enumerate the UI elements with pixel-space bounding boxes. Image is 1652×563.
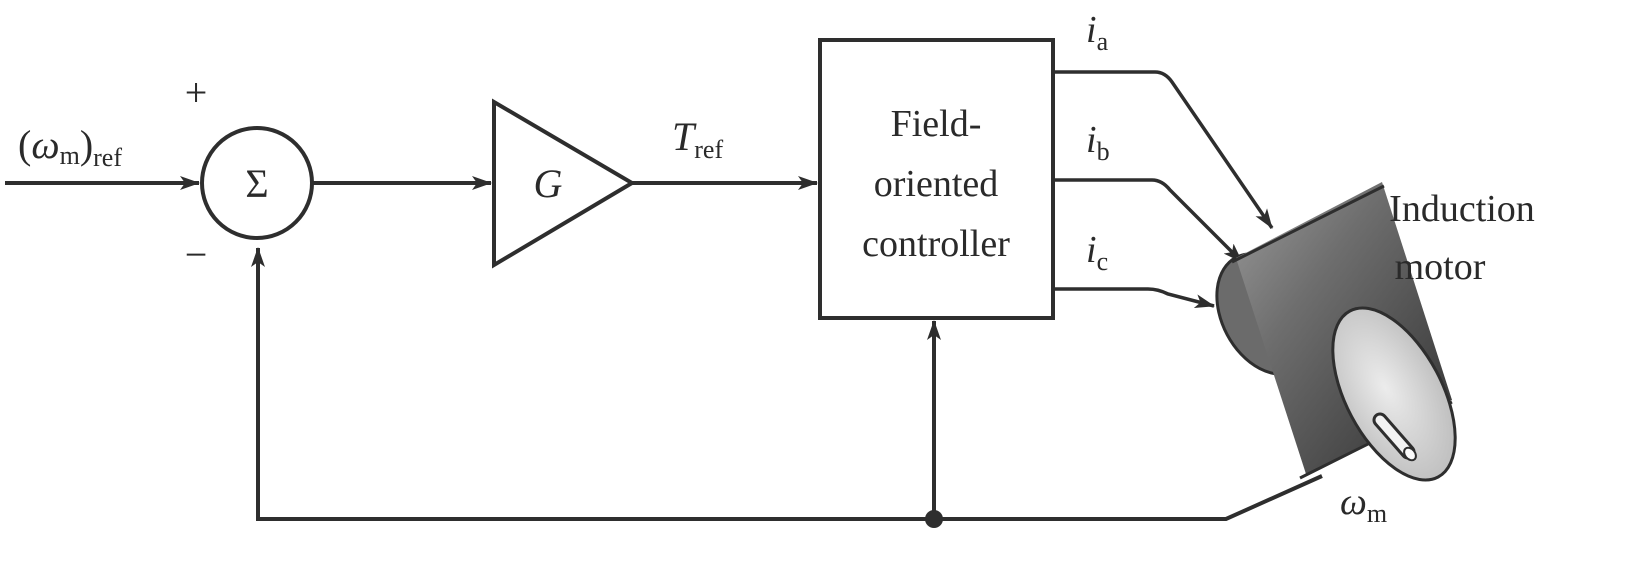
- feedback-line: [251, 247, 1323, 521]
- input-label: (ωm)ref: [18, 122, 122, 172]
- motor-label-line1: Induction: [1389, 188, 1535, 230]
- minus-sign: −: [185, 232, 208, 277]
- torque-ref-label: Tref: [672, 114, 723, 164]
- controller-label-line2: oriented: [874, 163, 999, 205]
- current-b-label: ib: [1086, 119, 1110, 166]
- controller-block: [818, 38, 1055, 320]
- sigma-symbol: Σ: [245, 161, 268, 206]
- feedback-junction-dot: [925, 510, 943, 528]
- controller-label-line1: Field-: [891, 103, 982, 145]
- gain-block: [492, 98, 636, 269]
- controller-label-line3: controller: [862, 223, 1010, 265]
- current-a-arrow: [1053, 70, 1274, 229]
- current-c-label: ic: [1086, 229, 1108, 276]
- motor-label-line2: motor: [1395, 246, 1486, 288]
- induction-motor-icon: [1215, 182, 1457, 482]
- current-c-arrow: [1053, 287, 1215, 308]
- speed-feedback-label: ωm: [1340, 481, 1387, 528]
- gain-symbol: G: [534, 161, 563, 206]
- current-b-arrow: [1053, 178, 1244, 264]
- current-a-label: ia: [1086, 9, 1109, 56]
- plus-sign: +: [185, 70, 208, 115]
